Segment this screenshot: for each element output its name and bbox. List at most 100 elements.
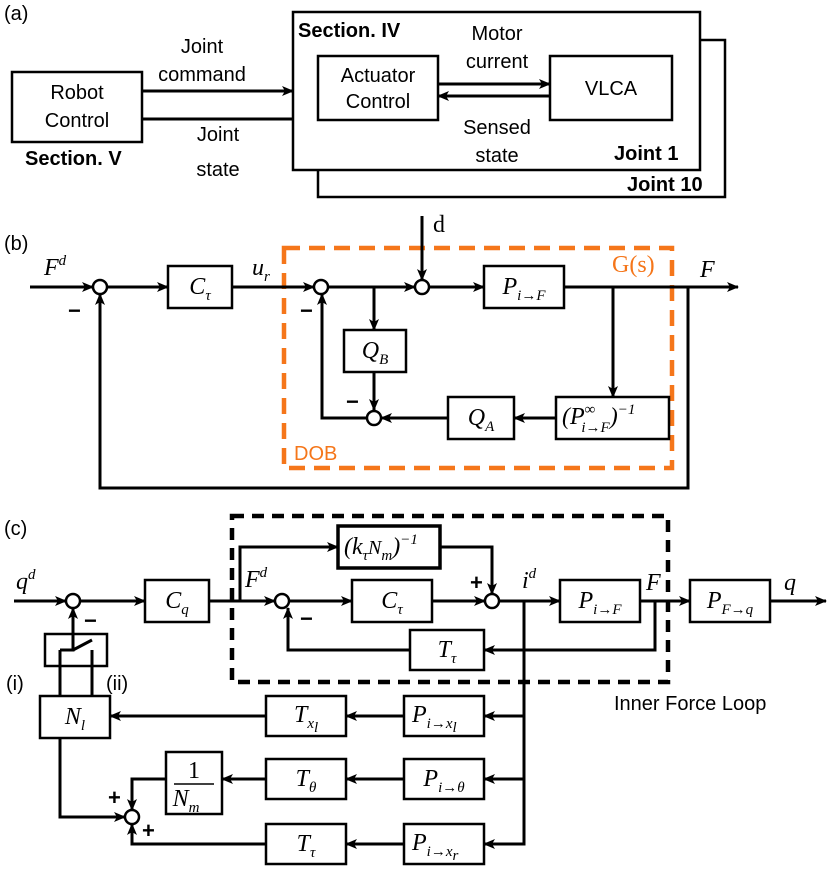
- qd-label: qd: [16, 567, 36, 595]
- vlca-label: VLCA: [585, 78, 638, 100]
- p-i-xl-label: Pi→xl: [411, 702, 457, 736]
- ttau-to-sum-arrow: [127, 823, 266, 846]
- t-tau-block-2: [264, 822, 348, 866]
- p-i-f-label-c: Pi→F: [577, 588, 622, 618]
- t-tau-label: Tτ: [438, 637, 457, 667]
- t-tau-to-sum-arrow: [283, 607, 410, 652]
- joint-1-label: Joint 1: [614, 143, 678, 165]
- motor-current-line1: Motor: [471, 23, 522, 45]
- joint-state-line2: state: [196, 159, 239, 181]
- switch-lever: [72, 638, 93, 652]
- q-a-label: QA: [468, 405, 495, 435]
- p-i-f-block-c: [558, 578, 642, 624]
- n-l-block: [38, 694, 112, 740]
- actuator-control-box: [316, 54, 440, 122]
- id-label: id: [522, 566, 537, 594]
- joint-10-label: Joint 10: [627, 174, 703, 196]
- p-i-xr-block: [402, 822, 486, 866]
- sum-junction-i: [483, 592, 501, 610]
- sum-junction-x: [123, 808, 141, 826]
- plus-sign-x1: +: [108, 785, 121, 810]
- sensed-state-line1: Sensed: [463, 117, 531, 139]
- ff-branch-arrow: [238, 542, 339, 601]
- force-feedback-arrow: [483, 601, 657, 655]
- t-xl-block: [264, 694, 348, 738]
- robot-control-box: [10, 70, 144, 144]
- plus-sign-ff: +: [470, 570, 483, 595]
- q-output-label: q: [784, 570, 796, 596]
- gear-ratio-den: Nm: [172, 786, 200, 816]
- q-b-label: QB: [362, 338, 389, 368]
- dob-feedback-arrow: [317, 293, 367, 420]
- minus-sign-q: −: [84, 608, 97, 633]
- q-b-block: [342, 328, 408, 374]
- n-l-label: Nl: [64, 704, 85, 734]
- panel-a-label: (a): [4, 3, 28, 25]
- p-inv-label: (P∞i→F)−1: [562, 402, 635, 436]
- dob-label: DOB: [294, 443, 337, 465]
- sum-junction-3: [413, 278, 431, 296]
- t-tau-block: [408, 628, 486, 672]
- sensed-state-line2: state: [475, 145, 518, 167]
- dob-dashed-box: [281, 245, 675, 471]
- t-theta-label: Tθ: [296, 766, 317, 796]
- panel-b: (b) G(s) DOB Fd − Cτ ur − d Pi→F F QB −: [4, 212, 739, 490]
- plus-sign-x2: +: [142, 818, 155, 843]
- robot-control-line2: Control: [45, 110, 109, 132]
- sum-junction-1: [91, 278, 109, 296]
- c-q-block: [143, 578, 211, 624]
- panel-b-label: (b): [4, 233, 28, 255]
- section-v-label: Section. V: [25, 148, 122, 170]
- actuator-control-line1: Actuator: [341, 65, 416, 87]
- p-i-theta-label: Pi→θ: [422, 766, 465, 796]
- f-label-c: F: [645, 570, 661, 596]
- ur-label: ur: [252, 255, 270, 285]
- p-i-xr-label: Pi→xr: [411, 830, 459, 864]
- sum-junction-f: [273, 592, 291, 610]
- switch-i-label: (i): [6, 673, 24, 695]
- gear-ratio-block: [164, 750, 224, 816]
- p-f-q-label: PF→q: [706, 588, 754, 618]
- g-s-label: G(s): [612, 252, 655, 278]
- minus-sign-1: −: [68, 298, 81, 323]
- gear-to-sum-arrow: [127, 777, 166, 811]
- sum-junction-4: [365, 409, 383, 427]
- joint-command-line2: command: [158, 64, 246, 86]
- bus-to-pixr: [483, 832, 526, 849]
- t-xl-label: Txl: [294, 702, 318, 736]
- ff-to-sum-arrow: [440, 545, 497, 595]
- minus-sign-4: −: [346, 389, 359, 414]
- inner-force-loop-box: [229, 513, 671, 685]
- nl-to-sum-arrow: [58, 738, 126, 822]
- inner-force-loop-label: Inner Force Loop: [614, 693, 766, 715]
- p-i-f-label: Pi→F: [501, 274, 546, 304]
- q-a-block: [446, 395, 516, 441]
- vlca-box: [548, 54, 674, 122]
- fd-label-c: Fd: [244, 565, 268, 593]
- p-i-theta-block: [402, 757, 486, 801]
- c-tau-block: [166, 264, 234, 310]
- section-iv-label: Section. IV: [298, 20, 401, 42]
- panel-a: (a) Joint 10 Joint 1 Section. IV Robot C…: [4, 3, 727, 199]
- joint-state-line1: Joint: [197, 124, 240, 146]
- actuator-control-line2: Control: [346, 91, 410, 113]
- c-q-label: Cq: [165, 588, 189, 618]
- c-tau-label-c: Cτ: [381, 588, 403, 618]
- panel-c-label: (c): [4, 518, 27, 540]
- f-output-label: F: [699, 257, 715, 283]
- t-tau-label-2: Tτ: [297, 831, 316, 861]
- panel-c: (c) Inner Force Loop qd − Cq Fd − (kτNm)…: [4, 513, 827, 866]
- ff-label: (kτNm)−1: [344, 532, 418, 564]
- minus-sign-f: −: [300, 606, 313, 631]
- outer-feedback-arrow: [95, 287, 690, 490]
- c-tau-block-c: [350, 578, 434, 624]
- p-inv-block: [554, 395, 671, 441]
- motor-current-line2: current: [466, 51, 529, 73]
- sum-junction-2: [312, 278, 330, 296]
- t-theta-block: [264, 757, 348, 801]
- joint-command-line1: Joint: [181, 36, 224, 58]
- disturbance-label: d: [433, 212, 445, 238]
- fd-label: Fd: [43, 253, 67, 281]
- robot-control-line1: Robot: [50, 82, 104, 104]
